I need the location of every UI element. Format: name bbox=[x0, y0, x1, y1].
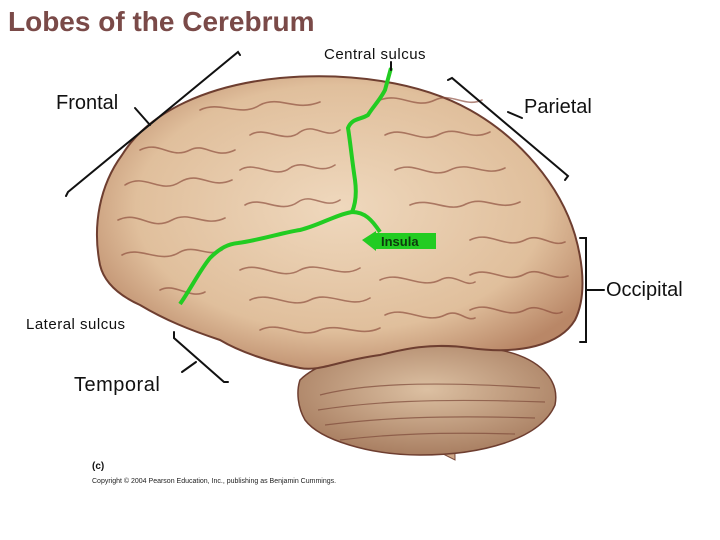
frontal-pointer bbox=[134, 107, 151, 126]
label-frontal: Frontal bbox=[56, 92, 119, 114]
cerebrum bbox=[95, 75, 584, 370]
central-sulcus-line bbox=[346, 67, 393, 213]
copyright-mark: (c) bbox=[92, 461, 105, 472]
label-insula: Insula bbox=[381, 234, 419, 249]
insula-arrow bbox=[362, 231, 436, 251]
lateral-sulcus-line bbox=[178, 210, 382, 306]
label-temporal: Temporal bbox=[74, 374, 161, 396]
temporal-bracket bbox=[173, 331, 229, 383]
temporal-pointer bbox=[181, 361, 197, 373]
copyright-text: Copyright © 2004 Pearson Education, Inc.… bbox=[92, 478, 337, 485]
parietal-pointer bbox=[507, 111, 523, 119]
page-title: Lobes of the Cerebrum bbox=[8, 6, 315, 37]
frontal-bracket bbox=[65, 50, 241, 197]
label-central-sulcus: Central sulcus bbox=[324, 46, 427, 63]
label-parietal: Parietal bbox=[524, 96, 592, 118]
label-lateral-sulcus: Lateral sulcus bbox=[26, 316, 126, 333]
parietal-bracket bbox=[447, 76, 570, 181]
gyri-texture bbox=[117, 96, 569, 334]
cerebellum-folds bbox=[317, 383, 546, 441]
brackets bbox=[65, 50, 605, 383]
label-occipital: Occipital bbox=[606, 279, 683, 301]
